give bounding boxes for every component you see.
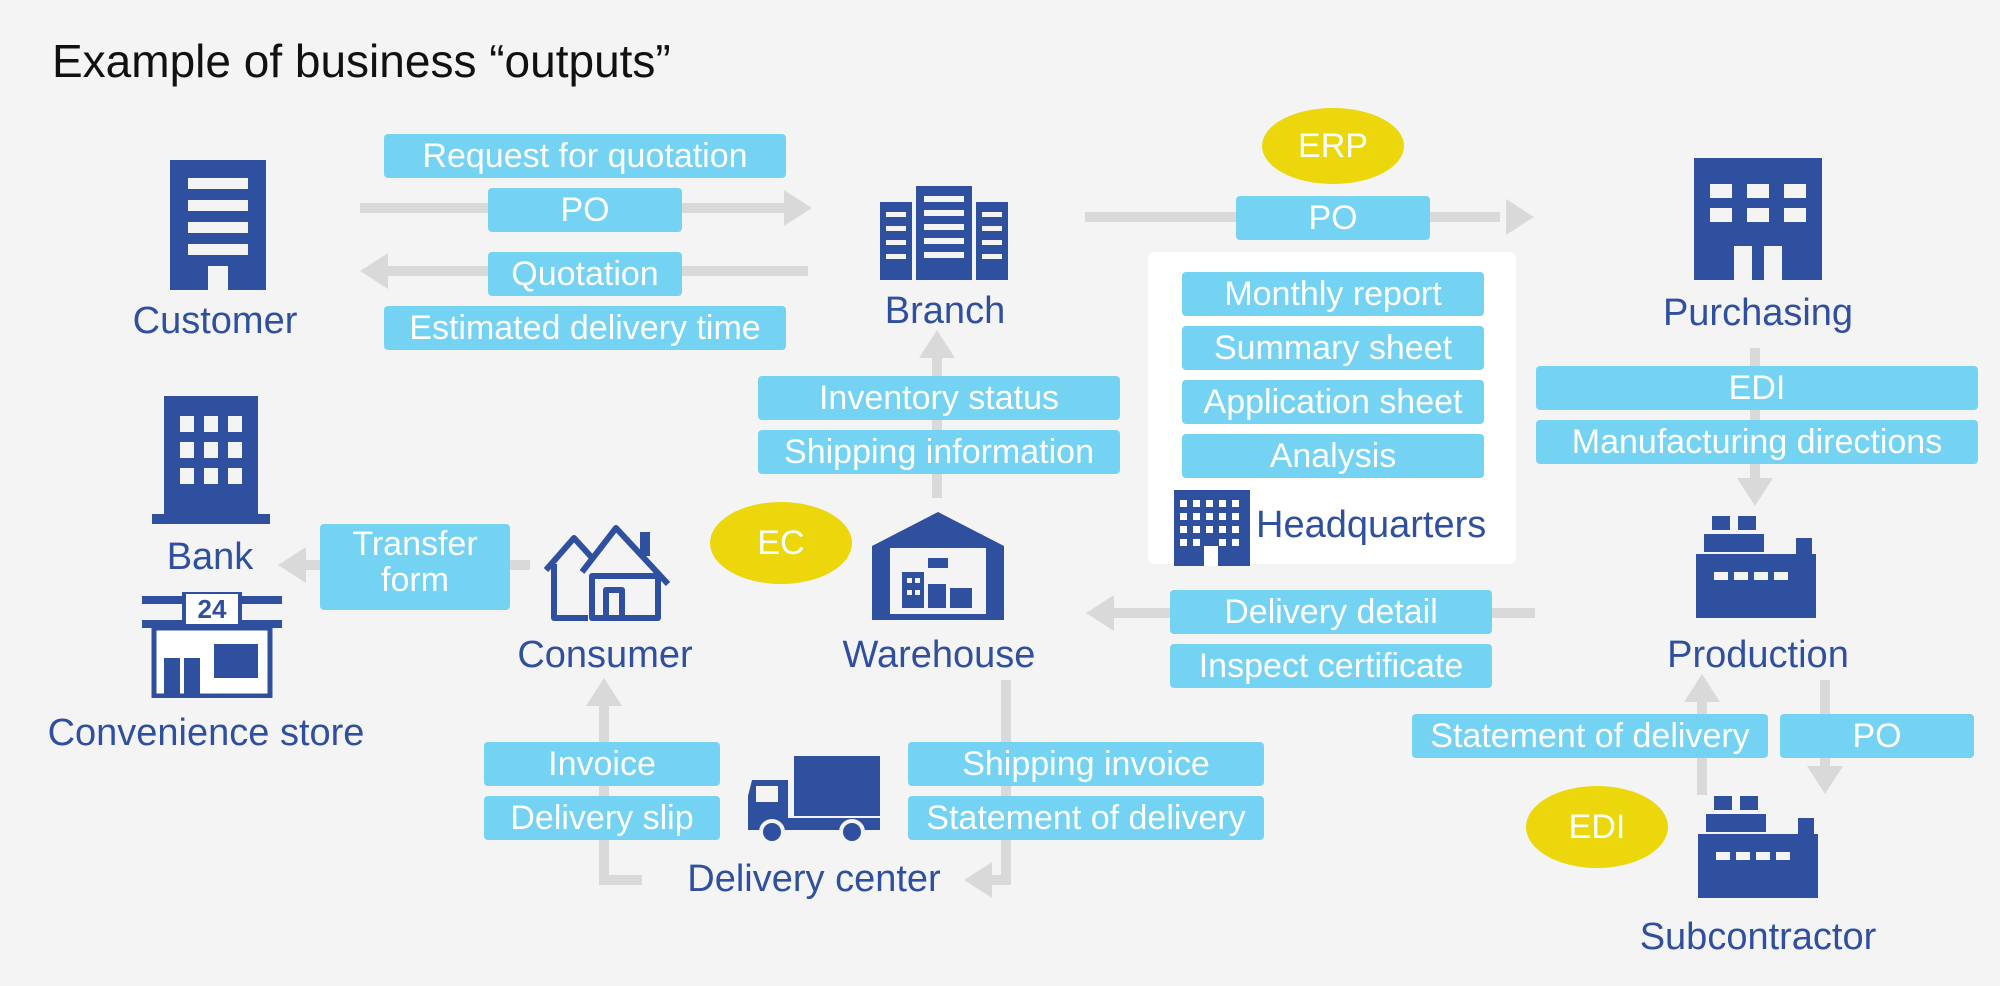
analysis-tag: Analysis	[1182, 434, 1484, 478]
shipping-information-tag: Shipping information	[758, 430, 1120, 474]
request-for-quotation-tag: Request for quotation	[384, 134, 786, 178]
po-tag-branch-purchasing: PO	[1236, 196, 1430, 240]
bank-building-icon	[152, 396, 270, 524]
consumer-house-icon	[543, 525, 671, 621]
manufacturing-directions-tag: Manufacturing directions	[1536, 420, 1978, 464]
monthly-report-tag: Monthly report	[1182, 272, 1484, 316]
edi-badge: EDI	[1526, 786, 1668, 868]
headquarters-building-icon	[1174, 490, 1250, 566]
convenience-store-icon: 24	[140, 592, 284, 698]
convenience-store-label: Convenience store	[47, 712, 365, 754]
edi-tag: EDI	[1536, 366, 1978, 410]
erp-badge: ERP	[1262, 108, 1404, 184]
customer-label: Customer	[132, 300, 298, 342]
diagram-title: Example of business “outputs”	[52, 35, 671, 87]
production-label: Production	[1667, 634, 1849, 676]
delivery-center-label: Delivery center	[687, 858, 941, 900]
statement-of-delivery-tag-subcontractor: Statement of delivery	[1412, 714, 1768, 758]
delivery-detail-tag: Delivery detail	[1170, 590, 1492, 634]
transfer-form-tag: Transfer form	[320, 524, 510, 610]
arrowhead	[1086, 595, 1114, 631]
quotation-tag: Quotation	[488, 252, 682, 296]
arrowhead	[1684, 674, 1720, 702]
arrowhead	[964, 862, 992, 898]
statement-of-delivery-tag-delivery: Statement of delivery	[908, 796, 1264, 840]
arrowhead	[1506, 199, 1534, 235]
transfer-form-line-2: form	[381, 561, 449, 599]
arrowhead	[278, 547, 306, 583]
ec-badge: EC	[710, 502, 852, 584]
warehouse-icon	[872, 512, 1004, 620]
store-sign-text: 24	[197, 594, 227, 624]
customer-building-icon	[170, 160, 266, 290]
shipping-invoice-tag: Shipping invoice	[908, 742, 1264, 786]
purchasing-label: Purchasing	[1662, 292, 1854, 334]
po-tag-production-subcontractor: PO	[1780, 714, 1974, 758]
branch-label: Branch	[884, 290, 1006, 332]
arrowhead	[586, 678, 622, 706]
headquarters-label: Headquarters	[1256, 504, 1487, 546]
invoice-tag: Invoice	[484, 742, 720, 786]
arrow-delivery-center-to-consumer	[599, 702, 642, 885]
bank-label: Bank	[166, 536, 254, 578]
branch-building-icon	[880, 186, 1008, 280]
inspect-certificate-tag: Inspect certificate	[1170, 644, 1492, 688]
inventory-status-tag: Inventory status	[758, 376, 1120, 420]
warehouse-label: Warehouse	[842, 634, 1036, 676]
production-factory-icon	[1696, 516, 1816, 618]
subcontractor-label: Subcontractor	[1639, 916, 1877, 958]
estimated-delivery-time-tag: Estimated delivery time	[384, 306, 786, 350]
delivery-truck-icon	[748, 756, 880, 844]
consumer-label: Consumer	[517, 634, 693, 676]
delivery-slip-tag: Delivery slip	[484, 796, 720, 840]
transfer-form-line-1: Transfer	[352, 525, 478, 563]
arrowhead	[1737, 478, 1773, 506]
po-tag-customer-branch: PO	[488, 188, 682, 232]
arrowhead	[919, 330, 955, 358]
arrowhead	[360, 253, 388, 289]
subcontractor-factory-icon	[1698, 796, 1818, 898]
purchasing-building-icon	[1694, 158, 1822, 280]
summary-sheet-tag: Summary sheet	[1182, 326, 1484, 370]
arrowhead	[1807, 766, 1843, 794]
arrowhead	[784, 190, 812, 226]
application-sheet-tag: Application sheet	[1182, 380, 1484, 424]
